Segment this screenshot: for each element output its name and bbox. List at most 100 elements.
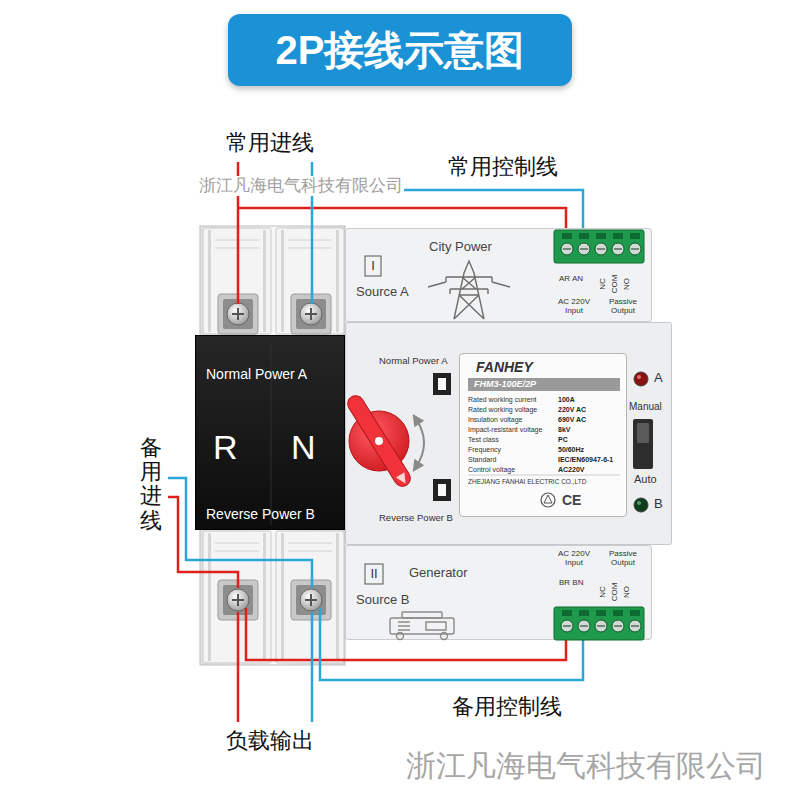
source-name: Source B [356, 593, 409, 608]
pin-name: BR BN [559, 578, 583, 587]
led-a [634, 372, 648, 386]
spec-value: IEC/EN60947-6-1 [558, 456, 613, 464]
terminal-housing [200, 226, 345, 336]
model-bar [468, 378, 620, 391]
wire-label: 备用进线 [140, 436, 162, 533]
terminal-block [200, 529, 345, 665]
spec-value: 50/60Hz [558, 446, 584, 454]
brand-name: FANHEY [476, 359, 533, 375]
screw-head [227, 589, 249, 611]
terminal-rib [336, 230, 339, 332]
terminal-groove [288, 543, 332, 544]
position-window [433, 373, 451, 395]
wire-entry [613, 233, 623, 239]
generator-wheel [441, 633, 448, 640]
screw-slot [631, 248, 639, 250]
terminal-housing [200, 529, 345, 665]
terminal-block [200, 226, 345, 336]
module-title: Generator [409, 566, 468, 581]
window-flag [438, 484, 446, 496]
strip-screw [629, 243, 641, 255]
screw-head [300, 589, 322, 611]
screw-slot [614, 625, 622, 627]
pylon-icon [428, 261, 510, 319]
indicator-letter: A [654, 371, 663, 386]
pin-name: COM [610, 275, 619, 294]
generator-detail [398, 622, 446, 630]
title-banner: 2P接线示意图 [228, 14, 572, 86]
source-number: I [365, 256, 381, 276]
wire-entry [579, 233, 589, 239]
source-b-module: AC 220V InputPassive Output BR BN NCCOMNO G… [345, 545, 652, 640]
wire [237, 612, 240, 722]
ce-mark: CE [562, 492, 581, 508]
window-flag [438, 378, 446, 390]
watermark: 浙江凡海电气科技有限公司 [198, 176, 404, 196]
screw-head [300, 303, 322, 325]
pole-letter: N [291, 428, 316, 467]
pin-name: NC [598, 586, 607, 598]
pin-name: AR AN [559, 274, 583, 283]
indicator-letter: B [654, 497, 663, 512]
generator-body [390, 618, 454, 634]
wire-label: 常用控制线 [448, 154, 558, 180]
screw-pocket [223, 585, 253, 615]
screw-slot [580, 248, 588, 250]
module-title: City Power [429, 240, 492, 255]
panel-text: Normal Power A [206, 366, 307, 382]
screw-slot [563, 248, 571, 250]
strip-screw [629, 620, 641, 632]
pylon-lines [446, 261, 492, 319]
name-plate: FANHEYFHM3-100E/2PRated working current1… [459, 353, 627, 517]
generator-handle [402, 612, 442, 618]
source-a-module: I City PowerSource A AR AN NCCOMNO AC 220V I… [345, 228, 652, 322]
wire-entry [596, 610, 606, 616]
terminal-column [276, 228, 344, 334]
position-text: Reverse Power B [379, 513, 453, 524]
pin-name: NO [622, 278, 631, 290]
number-box [365, 256, 381, 276]
source-name: Source A [356, 285, 409, 300]
screw-slot [310, 594, 312, 606]
terminal-rib [263, 533, 266, 661]
strip-screw [561, 243, 573, 255]
screw-slot [614, 248, 622, 250]
spec-name: Impact-resistant voltage [468, 426, 542, 434]
terminal-rib [281, 230, 284, 332]
title-text: 2P接线示意图 [276, 23, 525, 78]
terminal-note: AC 220V Input [551, 550, 597, 568]
spec-name: Insulation voltage [468, 416, 522, 424]
strip-screw [595, 620, 607, 632]
spec-name: Control voltage [468, 466, 515, 474]
pin-name: NC [598, 278, 607, 290]
terminal-note: Passive Output [599, 550, 647, 568]
terminal-note: AC 220V Input [551, 298, 597, 316]
strip-screw [578, 243, 590, 255]
lever-pointer [396, 472, 410, 486]
wire-entry [613, 610, 623, 616]
cert-symbol [544, 495, 552, 503]
switch-cover-panel: Normal Power ARNReverse Power B [195, 335, 345, 530]
screw-slot [597, 248, 605, 250]
terminal-groove [288, 551, 332, 552]
screw-slot [310, 308, 312, 320]
terminal-rib [208, 230, 211, 332]
screw-slot [237, 594, 239, 606]
terminal-groove [215, 543, 259, 544]
maker-name: ZHEJIANG FANHAI ELECTRIC CO.,LTD [468, 478, 586, 485]
number-box [365, 564, 383, 584]
wire [311, 612, 314, 722]
wire-entry [630, 610, 640, 616]
terminal-rib [208, 533, 211, 661]
cert-mark [541, 493, 555, 507]
led-b [634, 498, 648, 512]
screw-head [227, 303, 249, 325]
strip-screw [578, 620, 590, 632]
position-window [433, 479, 451, 501]
pin-name: NO [622, 586, 631, 598]
wire-entry [562, 610, 572, 616]
pin-name: COM [610, 583, 619, 602]
led-glint [637, 375, 641, 379]
plate-rule [468, 475, 620, 476]
